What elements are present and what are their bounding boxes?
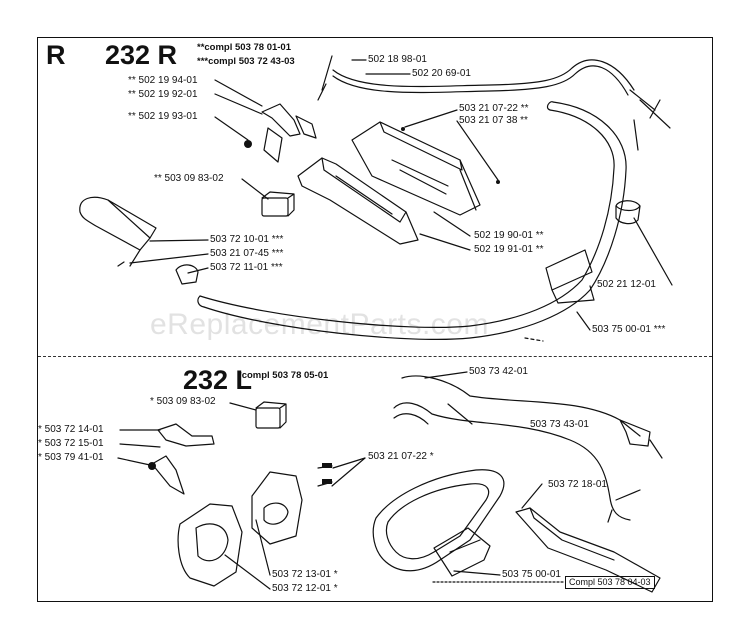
part-label: 503 73 42-01 xyxy=(469,366,528,377)
upper-model-title: 232 R xyxy=(105,40,178,70)
part-label: * 503 09 83-02 xyxy=(150,396,216,407)
part-label: 502 21 12-01 xyxy=(597,279,656,290)
part-label: 503 72 10-01 *** xyxy=(210,234,284,245)
part-label: 503 72 11-01 *** xyxy=(210,262,283,273)
part-label: 503 73 43-01 xyxy=(530,419,589,430)
part-label: * 503 72 15-01 xyxy=(38,438,104,449)
part-label: 503 72 12-01 * xyxy=(272,583,338,594)
part-label: * 503 79 41-01 xyxy=(38,452,104,463)
lower-model-title: 232 L xyxy=(183,365,253,395)
part-label: ** 502 19 92-01 xyxy=(128,89,198,100)
compl-note-2: ***compl 503 72 43-03 xyxy=(197,56,295,67)
part-label: 503 21 07-45 *** xyxy=(210,248,284,259)
part-label: 503 21 07-22 ** xyxy=(459,103,529,114)
part-label: 503 75 00-01 *** xyxy=(592,324,666,335)
part-label: 503 72 18-01 xyxy=(548,479,607,490)
part-label: * 503 72 14-01 xyxy=(38,424,104,435)
part-label: 503 21 07 38 ** xyxy=(459,115,528,126)
compl-box-label: Compl 503 78 04-03 xyxy=(565,576,655,589)
compl-note-lower: *compl 503 78 05-01 xyxy=(238,370,329,381)
part-label: ** 503 09 83-02 xyxy=(154,173,224,184)
section-divider xyxy=(38,356,712,357)
section-letter: R xyxy=(46,40,66,70)
compl-note-1: **compl 503 78 01-01 xyxy=(197,42,292,53)
part-label: 502 18 98-01 xyxy=(368,54,427,65)
part-label: 502 19 91-01 ** xyxy=(474,244,544,255)
diagram-frame xyxy=(37,37,713,602)
part-label: ** 502 19 94-01 xyxy=(128,75,198,86)
part-label: 503 72 13-01 * xyxy=(272,569,338,580)
part-label: 503 75 00-01 xyxy=(502,569,561,580)
part-label: 502 20 69-01 xyxy=(412,68,471,79)
watermark: eReplacementParts.com xyxy=(150,308,489,341)
part-label: 502 19 90-01 ** xyxy=(474,230,544,241)
part-label: ** 502 19 93-01 xyxy=(128,111,198,122)
part-label: 503 21 07-22 * xyxy=(368,451,434,462)
